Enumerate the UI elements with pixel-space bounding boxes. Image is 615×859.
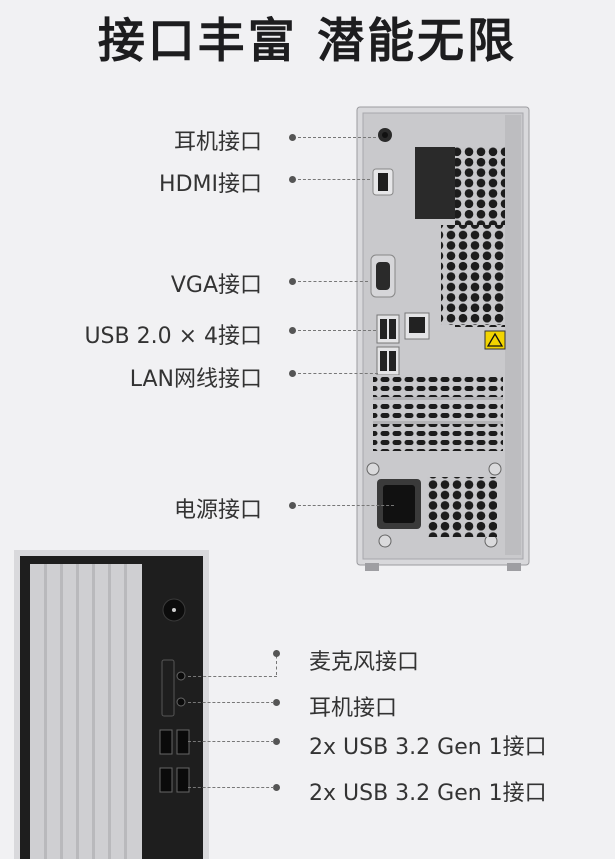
label-mic: 麦克风接口 bbox=[309, 650, 420, 675]
callout-line bbox=[188, 702, 274, 703]
callout-line bbox=[188, 741, 274, 742]
callout-dot bbox=[289, 176, 296, 183]
callout-dot bbox=[289, 134, 296, 141]
callout-line bbox=[188, 676, 277, 677]
callout-dot bbox=[289, 278, 296, 285]
page-title: 接口丰富 潜能无限 bbox=[97, 14, 518, 69]
label-headphone-rear: 耳机接口 bbox=[173, 130, 262, 155]
label-headphone-front: 耳机接口 bbox=[309, 696, 398, 721]
callout-line bbox=[298, 330, 376, 331]
label-lan: LAN网线接口 bbox=[129, 367, 262, 392]
callout-dot bbox=[273, 650, 280, 657]
callout-line bbox=[188, 787, 274, 788]
label-hdmi: HDMI接口 bbox=[159, 172, 262, 197]
callout-line bbox=[298, 179, 370, 180]
callout-dot bbox=[289, 370, 296, 377]
callout-dot bbox=[273, 738, 280, 745]
label-usb3-b: 2x USB 3.2 Gen 1接口 bbox=[309, 781, 547, 806]
callout-dot bbox=[273, 784, 280, 791]
callout-line bbox=[276, 650, 277, 675]
rear-panel-illustration bbox=[356, 106, 530, 571]
callout-dot bbox=[289, 502, 296, 509]
label-usb3-a: 2x USB 3.2 Gen 1接口 bbox=[309, 735, 547, 760]
front-panel-illustration bbox=[14, 550, 209, 859]
callout-dot bbox=[289, 327, 296, 334]
callout-line bbox=[298, 281, 368, 282]
callout-line bbox=[298, 505, 394, 506]
label-usb2: USB 2.0 × 4接口 bbox=[84, 324, 262, 349]
label-power: 电源接口 bbox=[173, 498, 262, 523]
callout-line bbox=[298, 373, 378, 374]
label-vga: VGA接口 bbox=[170, 273, 262, 298]
callout-dot bbox=[273, 699, 280, 706]
callout-line bbox=[298, 137, 376, 138]
